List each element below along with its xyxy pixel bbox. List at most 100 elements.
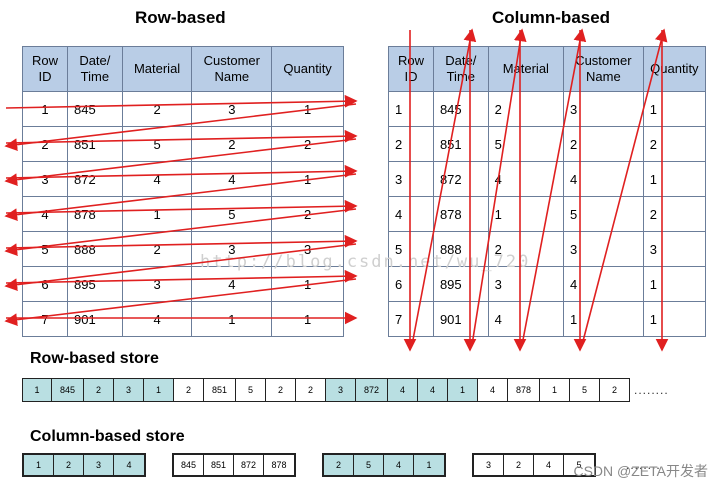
row-table-cell: 888 [66,231,123,267]
row-return-arrow [4,208,357,257]
row-table-header-4: Quantity [271,46,344,92]
watermark: http://blog.csdn.net/wu_720 [200,252,531,272]
row-store-cell: 4 [418,378,448,402]
row-table-cell: 845 [66,91,123,127]
column-store-cell: 2 [324,455,354,475]
col-table-cell: 3 [563,231,644,267]
col-table-cell: 5 [487,126,565,162]
row-table-header-2: Material [121,46,193,92]
row-store-cell: 5 [570,378,600,402]
row-scan-arrow [5,269,358,284]
row-return-arrow [4,243,357,292]
col-table-cell: 5 [388,231,434,267]
credit-text: CSDN @ZETA开发者 [573,463,708,479]
row-return-arrow [4,138,357,187]
col-table-cell: 878 [432,196,489,232]
column-store-cell: 1 [414,455,444,475]
col-table-cell: 4 [487,161,565,197]
col-table-cell: 1 [563,301,644,337]
column-based-title: Column-based [492,8,611,27]
col-table-cell: 3 [563,91,644,127]
row-table-cell: 4 [191,161,273,197]
col-table-cell: 895 [432,266,489,302]
row-store-cell: 872 [356,378,388,402]
row-table-cell: 5 [191,196,273,232]
column-store-cell: 872 [234,455,264,475]
column-store-cell: 845 [174,455,204,475]
row-return-arrow [4,103,357,152]
row-scan-arrow [5,129,358,144]
col-table-cell: 4 [388,196,434,232]
column-store-cell: 878 [264,455,294,475]
row-table-cell: 4 [22,196,68,232]
column-store-cell: 4 [384,455,414,475]
col-table-cell: 2 [487,91,565,127]
row-store-cell: 1 [22,378,52,402]
row-table-cell: 5 [121,126,193,162]
row-table-cell: 3 [191,91,273,127]
row-table-cell: 901 [66,301,123,337]
column-store-cell: 5 [354,455,384,475]
row-store-cell: 3 [326,378,356,402]
col-table-cell: 2 [563,126,644,162]
row-store-cell: 1 [448,378,478,402]
row-table-cell: 4 [121,301,193,337]
row-store-cell: 1 [540,378,570,402]
column-store-cell: 1 [24,455,54,475]
row-table-cell: 872 [66,161,123,197]
col-table-cell: 901 [432,301,489,337]
row-store-cell: 878 [508,378,540,402]
col-table-cell: 7 [388,301,434,337]
col-table-cell: 2 [642,196,707,232]
col-table-cell: 1 [642,266,707,302]
column-store-cell: 2 [504,455,534,475]
row-store-cell: 2 [174,378,204,402]
col-table-cell: 851 [432,126,489,162]
col-table-cell: 2 [487,231,565,267]
row-return-arrow [4,173,357,222]
row-store-cell: 4 [478,378,508,402]
row-table-cell: 3 [191,231,273,267]
row-store-label: Row-based store [30,350,159,367]
row-table-cell: 895 [66,266,123,302]
column-return-arrow [581,28,668,346]
col-table-cell: 3 [487,266,565,302]
col-table-cell: 2 [388,126,434,162]
col-table-cell: 4 [487,301,565,337]
row-based-title: Row-based [135,8,226,27]
col-table-cell: 5 [563,196,644,232]
row-table-cell: 2 [22,126,68,162]
row-table-cell: 1 [271,301,344,337]
row-table-cell: 1 [191,301,273,337]
row-table-cell: 2 [271,196,344,232]
column-store-cell: 851 [204,455,234,475]
column-store-cell: 5 [564,455,594,475]
col-table-cell: 888 [432,231,489,267]
row-table-cell: 7 [22,301,68,337]
row-store-cell: 851 [204,378,236,402]
row-table-cell: 5 [22,231,68,267]
row-store-cell: 2 [266,378,296,402]
row-store-cell: 2 [296,378,326,402]
row-store-continuation: ........ [634,383,669,397]
row-table-cell: 3 [22,161,68,197]
column-store-continuation: ........ [626,458,661,472]
row-table-cell: 2 [271,126,344,162]
row-scan-arrow [5,94,358,109]
column-store-cell: 2 [54,455,84,475]
